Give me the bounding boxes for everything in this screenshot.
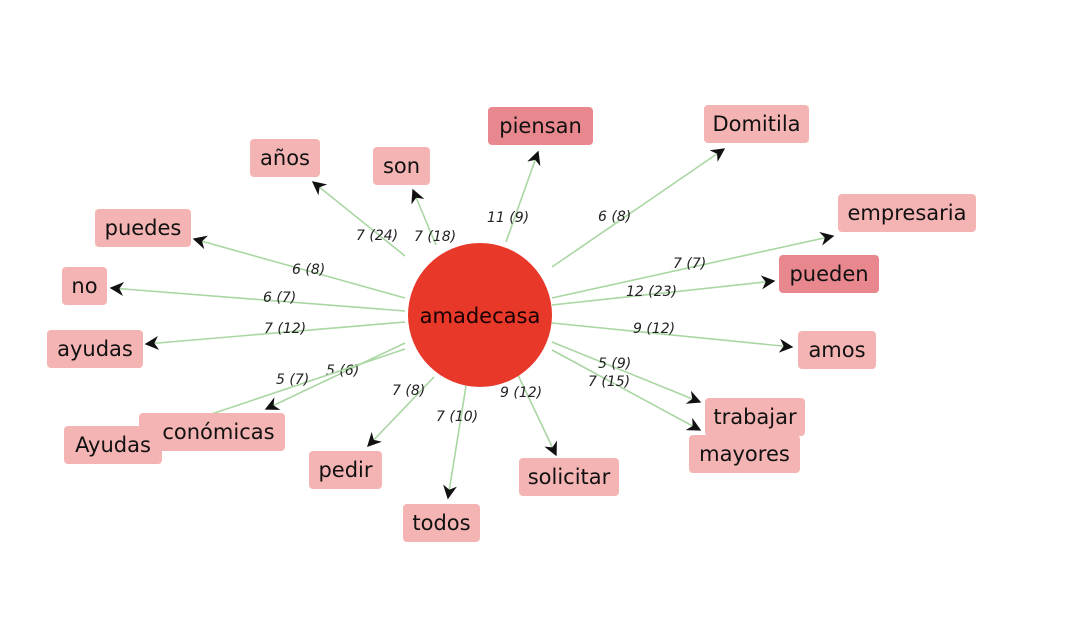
node-label-pueden: pueden [789, 262, 868, 286]
node-label-mayores: mayores [699, 442, 790, 466]
edge-label-anos: 7 (24) [356, 228, 398, 244]
node-label-puedes: puedes [105, 216, 182, 240]
edge-label-son: 7 (18) [414, 229, 456, 245]
edge-label-pueden: 12 (23) [626, 284, 677, 300]
node-label-empresaria: empresaria [848, 201, 967, 225]
edge-empresaria [551, 231, 835, 299]
node-label-anos: años [260, 146, 310, 170]
node-box-no[interactable] [62, 267, 107, 305]
node-solicitar[interactable]: solicitar [519, 458, 619, 496]
node-son[interactable]: son [373, 147, 430, 185]
nodes-layer: piensan Domitila empresaria pueden amos traba… [47, 105, 976, 542]
node-piensan[interactable]: piensan [488, 107, 593, 145]
node-box-amos[interactable] [798, 331, 876, 369]
node-label-ayudas-cap: Ayudas [75, 433, 151, 457]
edge-pueden [551, 275, 776, 306]
node-label-no: no [71, 274, 97, 298]
node-box-anos[interactable] [250, 139, 320, 177]
edge-label-empresaria: 7 (7) [673, 256, 706, 272]
edge-solicitar [517, 374, 557, 457]
edge-label-amos: 9 (12) [633, 321, 675, 337]
edge-piensan [505, 150, 541, 243]
edge-pedir [367, 376, 435, 448]
node-label-ayudas: ayudas [57, 337, 133, 361]
edge-ayudas [144, 321, 406, 350]
edge-label-ayudas-cap: 5 (7) [276, 372, 309, 388]
node-box-trabajar[interactable] [705, 398, 805, 436]
node-box-domitila[interactable] [704, 105, 809, 143]
edge-puedes [192, 235, 406, 299]
node-label-son: son [383, 154, 420, 178]
edge-label-no: 6 (7) [263, 290, 296, 306]
edge-trabajar [551, 341, 702, 404]
node-no[interactable]: no [62, 267, 107, 305]
node-label-todos: todos [412, 511, 470, 535]
node-ayudas-cap[interactable]: Ayudas [64, 426, 162, 464]
center-node-circle[interactable] [408, 243, 552, 387]
node-label-amos: amos [808, 338, 865, 362]
node-box-mayores[interactable] [689, 435, 800, 473]
node-empresaria[interactable]: empresaria [838, 194, 976, 232]
edge-amos [551, 322, 794, 353]
node-box-ayudas[interactable] [47, 330, 143, 368]
node-anos[interactable]: años [250, 139, 320, 177]
edge-label-domitila: 6 (8) [598, 209, 631, 225]
node-label-trabajar: trabajar [713, 405, 797, 429]
center-node-label: amadecasa [420, 304, 541, 328]
node-box-pedir[interactable] [309, 451, 382, 489]
node-domitila[interactable]: Domitila [704, 105, 809, 143]
edge-label-trabajar: 5 (9) [598, 356, 631, 372]
edge-son [411, 188, 437, 246]
node-ayudas[interactable]: ayudas [47, 330, 143, 368]
node-puedes[interactable]: puedes [95, 209, 191, 247]
edge-mayores [551, 349, 702, 431]
node-box-empresaria[interactable] [838, 194, 976, 232]
node-box-pueden[interactable] [779, 255, 879, 293]
node-label-piensan: piensan [499, 114, 582, 138]
edge-domitila [551, 148, 726, 268]
edge-label-solicitar: 9 (12) [500, 385, 542, 401]
edge-label-todos: 7 (10) [436, 409, 478, 425]
node-pedir[interactable]: pedir [309, 451, 382, 489]
edge-label-pedir: 7 (8) [392, 383, 425, 399]
node-box-son[interactable] [373, 147, 430, 185]
node-box-economicas[interactable] [139, 413, 285, 451]
edges-layer: 11 (9) 6 (8) 7 (7) 12 (23) 9 (12) 5 (9) 7 (15)… [109, 148, 835, 500]
node-todos[interactable]: todos [403, 504, 480, 542]
node-label-economicas: económicas [149, 420, 274, 444]
edge-economicas [264, 342, 406, 410]
edge-label-ayudas: 7 (12) [264, 321, 306, 337]
edge-todos [443, 385, 467, 500]
node-amos[interactable]: amos [798, 331, 876, 369]
edge-label-puedes: 6 (8) [292, 262, 325, 278]
node-box-piensan[interactable] [488, 107, 593, 145]
center-node[interactable]: amadecasa [408, 243, 552, 387]
node-box-todos[interactable] [403, 504, 480, 542]
edge-label-mayores: 7 (15) [588, 374, 630, 390]
node-pueden[interactable]: pueden [779, 255, 879, 293]
node-box-solicitar[interactable] [519, 458, 619, 496]
node-label-domitila: Domitila [712, 112, 800, 136]
node-box-puedes[interactable] [95, 209, 191, 247]
edge-no [109, 282, 406, 312]
edge-label-piensan: 11 (9) [487, 210, 529, 226]
edge-anos [311, 181, 406, 257]
node-label-pedir: pedir [318, 458, 372, 482]
node-mayores[interactable]: mayores [689, 435, 800, 473]
node-box-ayudas-cap[interactable] [64, 426, 162, 464]
node-economicas[interactable]: económicas [139, 413, 285, 451]
node-trabajar[interactable]: trabajar [705, 398, 805, 436]
node-label-solicitar: solicitar [528, 465, 611, 489]
